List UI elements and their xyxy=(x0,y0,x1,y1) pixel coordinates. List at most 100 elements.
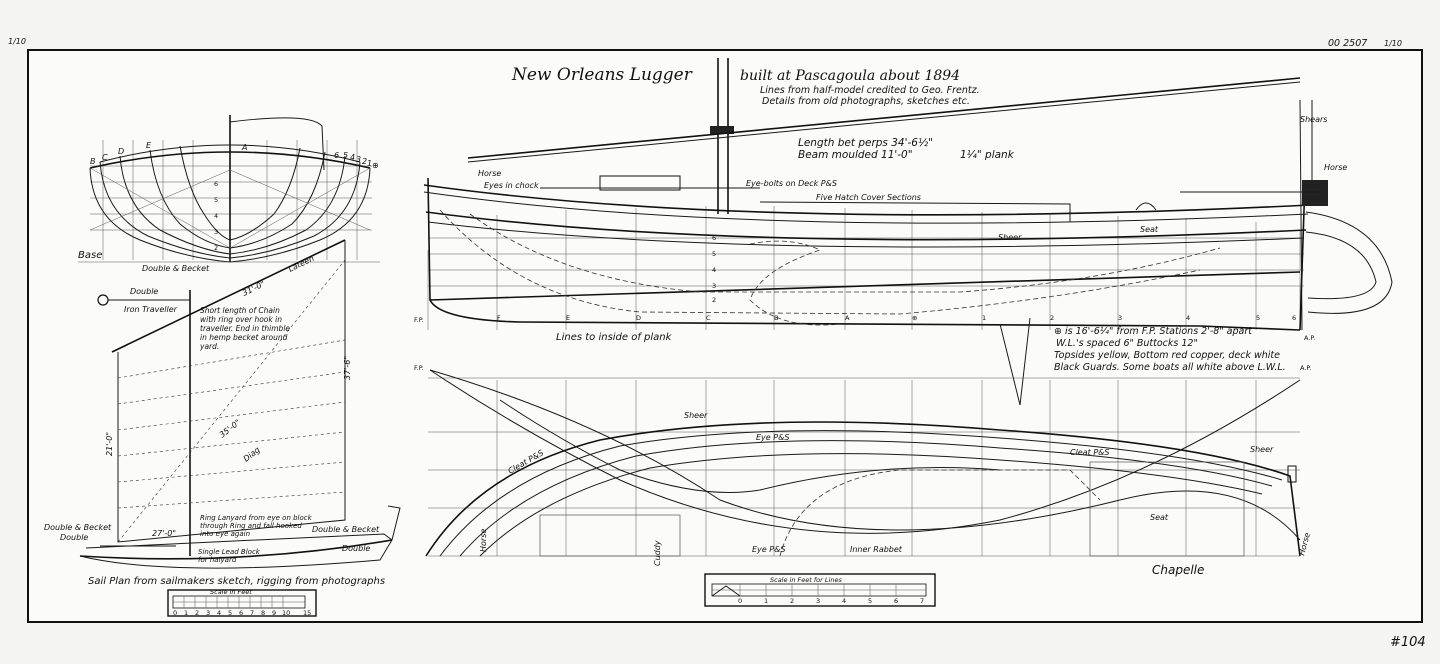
drawing-source-line-1: Lines from half-model credited to Geo. F… xyxy=(760,85,980,96)
scale-left-tick-0: 0 xyxy=(173,609,177,617)
body-plan-wl-2: 2 xyxy=(214,244,218,252)
body-plan-label-6: 6 xyxy=(334,151,339,160)
profile-label-sheer: Sheer xyxy=(998,233,1022,242)
sheet-number: #104 xyxy=(1390,635,1426,650)
station-label-6: 6 xyxy=(1292,314,1296,322)
body-plan-label-4: 4 xyxy=(350,153,355,162)
drawing-title: New Orleans Lugger xyxy=(511,65,693,85)
catalog-number: 00 2507 xyxy=(1328,38,1367,49)
profile-note-4: Black Guards. Some boats all white above… xyxy=(1054,362,1286,373)
sail-plan-caption: Sail Plan from sailmakers sketch, riggin… xyxy=(88,576,385,587)
corner-mark-right: 1/10 xyxy=(1384,39,1402,48)
sail-label-iron-traveller: Iron Traveller xyxy=(124,305,178,314)
scale-left-tick-8: 8 xyxy=(261,609,265,617)
profile-label-eyes-in-chock: Eyes in chock xyxy=(484,181,539,190)
profile-label-ap: A.P. xyxy=(1304,334,1315,342)
corner-mark-left: 1/10 xyxy=(8,37,26,46)
dimension-beam: Beam moulded 11'-0" xyxy=(798,149,913,161)
scale-center-tick-2: 2 xyxy=(790,597,794,605)
sail-foot-length: 27'-0" xyxy=(152,529,176,538)
plan-label-seat: Seat xyxy=(1150,513,1169,522)
profile-label-shears: Shears xyxy=(1300,115,1327,124)
profile-wl-6: 6 xyxy=(712,234,716,242)
plan-label-cleat-aft: Cleat P&S xyxy=(1070,448,1109,457)
scale-center-tick-1: 1 xyxy=(764,597,768,605)
station-label-A: A xyxy=(845,314,850,322)
sail-note-single-block: Single Lead Block for halyard xyxy=(198,548,260,564)
profile-label-five-hatch: Five Hatch Cover Sections xyxy=(816,193,921,202)
scale-left-tick-7: 7 xyxy=(250,609,254,617)
profile-label-horse-fwd: Horse xyxy=(478,169,501,178)
plan-label-fp: F.P. xyxy=(414,364,424,372)
body-plan-label-A: A xyxy=(241,143,247,152)
profile-label-horse-aft: Horse xyxy=(1324,163,1347,172)
scale-center-tick-5: 5 xyxy=(868,597,872,605)
station-label-4: 4 xyxy=(1186,314,1190,322)
body-plan-label-E: E xyxy=(146,141,152,150)
profile-wl-2: 2 xyxy=(712,296,716,304)
body-plan-wl-5: 5 xyxy=(214,196,218,204)
drawing-border xyxy=(27,49,1423,623)
plan-label-sheer-aft: Sheer xyxy=(1250,445,1274,454)
dimension-length: Length bet perps 34'-6½" xyxy=(798,137,933,149)
sail-label-double-becket-aft: Double & Becket xyxy=(312,525,380,534)
plan-label-cuddy: Cuddy xyxy=(653,540,662,566)
body-plan-label-D: D xyxy=(118,147,124,156)
scale-left-title: Scale in Feet xyxy=(210,588,252,596)
body-plan-wl-3: 3 xyxy=(214,228,218,236)
station-label-5: 5 xyxy=(1256,314,1260,322)
station-label-3: 3 xyxy=(1118,314,1122,322)
scale-left-tick-5: 5 xyxy=(228,609,232,617)
body-plan-label-B: B xyxy=(90,157,96,166)
scale-left-tick-15: 15 xyxy=(303,609,311,617)
sail-note-chain: Short length of Chain with ring over hoo… xyxy=(200,306,291,351)
scale-left-tick-6: 6 xyxy=(239,609,243,617)
scale-left-tick-3: 3 xyxy=(206,609,210,617)
plan-label-eye-ps-lower: Eye P&S xyxy=(752,545,785,554)
profile-note-1: ⊕ is 16'-6¼" from F.P. Stations 2'-8" ap… xyxy=(1054,326,1253,337)
drawing-source-line-2: Details from old photographs, sketches e… xyxy=(762,96,970,107)
plan-label-sheer: Sheer xyxy=(684,411,708,420)
profile-wl-5: 5 xyxy=(712,250,716,258)
station-label-1: 1 xyxy=(982,314,986,322)
sail-label-double-top: Double xyxy=(130,287,158,296)
body-plan-wl-4: 4 xyxy=(214,212,218,220)
station-label-2: 2 xyxy=(1050,314,1054,322)
profile-label-lines-inside: Lines to inside of plank xyxy=(556,332,673,343)
scale-left-tick-10: 10 xyxy=(282,609,290,617)
sail-note-lanyard: Ring Lanyard from eye on block through R… xyxy=(200,514,312,538)
scale-center-title: Scale in Feet for Lines xyxy=(770,576,842,584)
station-label-F: F xyxy=(497,314,501,322)
sail-label-double-becket-top: Double & Becket xyxy=(142,264,210,273)
plan-label-ap: A.P. xyxy=(1300,364,1311,372)
drawing-built-at: built at Pascagoula about 1894 xyxy=(740,68,960,84)
sail-plan: Double & Becket Double Iron Traveller Sh… xyxy=(44,239,401,587)
plan-label-inner-rabbet: Inner Rabbet xyxy=(850,545,903,554)
sail-luff-length: 21'-0" xyxy=(105,432,114,456)
scale-left: Scale in Feet 0 1 2 3 4 5 6 7 8 9 10 15 xyxy=(167,588,317,617)
profile-note-3: Topsides yellow, Bottom red copper, deck… xyxy=(1054,350,1280,361)
scale-center-tick-0: 0 xyxy=(738,597,742,605)
scale-center-tick-4: 4 xyxy=(842,597,846,605)
plan-label-horse: Horse xyxy=(479,529,488,552)
sail-label-double-becket-fwd: Double & Becket xyxy=(44,523,112,532)
profile-label-eye-bolts: Eye-bolts on Deck P&S xyxy=(746,179,837,188)
body-plan-label-5: 5 xyxy=(343,151,348,160)
body-plan-label-C: C xyxy=(102,153,108,162)
sail-label-double-aft: Double xyxy=(342,544,370,553)
body-plan-label-2: 2 xyxy=(362,157,367,166)
body-plan: B C D E A 6 5 4 3 2 1 ⊕ 6 5 4 3 2 Base xyxy=(78,115,380,263)
scale-center-tick-6: 6 xyxy=(894,597,898,605)
sail-label-double-fwd: Double xyxy=(60,533,88,542)
sail-leech-length: 37'-6" xyxy=(343,356,352,380)
body-plan-base-label: Base xyxy=(78,250,102,261)
station-label-center-mark: ⊕ xyxy=(912,314,917,322)
station-label-D: D xyxy=(636,314,641,322)
profile-view: Horse Eyes in chock Eye-bolts on Deck P&… xyxy=(414,58,1393,406)
scale-left-tick-1: 1 xyxy=(184,609,188,617)
scale-center-tick-7: 7 xyxy=(920,597,924,605)
body-plan-label-1: 1 xyxy=(367,159,372,168)
body-plan-label-3: 3 xyxy=(356,155,361,164)
scale-center: Scale in Feet for Lines 0 1 2 3 4 5 6 7 xyxy=(704,573,936,607)
